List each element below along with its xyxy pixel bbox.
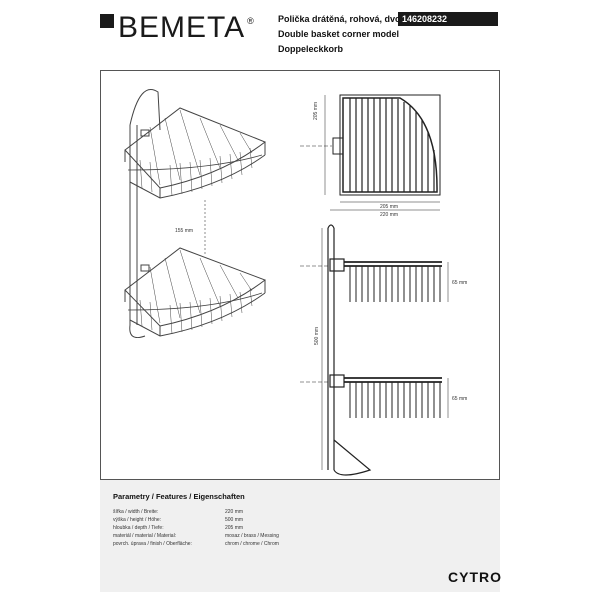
model-name: CYTRO — [448, 569, 502, 585]
dim-top-width-inner: 205 mm — [380, 204, 398, 210]
param-label: výška / height / Höhe: — [113, 517, 162, 523]
param-value: chrom / chrome / Chrom — [225, 541, 279, 547]
param-value: 220 mm — [225, 509, 244, 515]
brand-name: BEMETA — [118, 11, 246, 44]
brand-logo: BEMETA ® — [100, 10, 254, 46]
param-label: povrch. úprava / finish / Oberfläche: — [113, 541, 192, 547]
drawing-frame — [100, 70, 500, 480]
dim-top-width-outer: 220 mm — [380, 212, 398, 218]
dim-spacing: 155 mm — [175, 228, 193, 234]
logo-square-icon — [100, 14, 114, 28]
dim-basket-height-2: 65 mm — [452, 396, 467, 402]
side-view — [300, 224, 449, 476]
param-value: mosaz / brass / Messing — [225, 533, 279, 539]
registered-mark: ® — [247, 16, 254, 26]
product-code: 146208232 — [398, 12, 498, 26]
product-titles: Polička drátěná, rohová, dvojitá Double … — [278, 12, 414, 57]
dim-top-depth: 205 mm — [313, 102, 319, 120]
dim-height-total: 500 mm — [314, 327, 320, 345]
top-view — [300, 94, 441, 211]
parameters-title: Parametry / Features / Eigenschaften — [113, 492, 245, 501]
param-label: materiál / material / Material: — [113, 533, 177, 539]
product-illustration — [124, 89, 267, 339]
title-de: Doppeleckkorb — [278, 44, 344, 54]
param-label: šířka / width / Breite: — [113, 509, 159, 515]
dim-basket-height-1: 65 mm — [452, 280, 467, 286]
param-value: 500 mm — [225, 517, 244, 523]
title-cz: Polička drátěná, rohová, dvojitá — [278, 14, 414, 24]
parameters-panel: Parametry / Features / Eigenschaften šíř… — [100, 480, 500, 592]
param-value: 205 mm — [225, 525, 244, 531]
title-en: Double basket corner model — [278, 29, 400, 39]
param-label: hloubka / depth / Tiefe: — [113, 525, 164, 531]
